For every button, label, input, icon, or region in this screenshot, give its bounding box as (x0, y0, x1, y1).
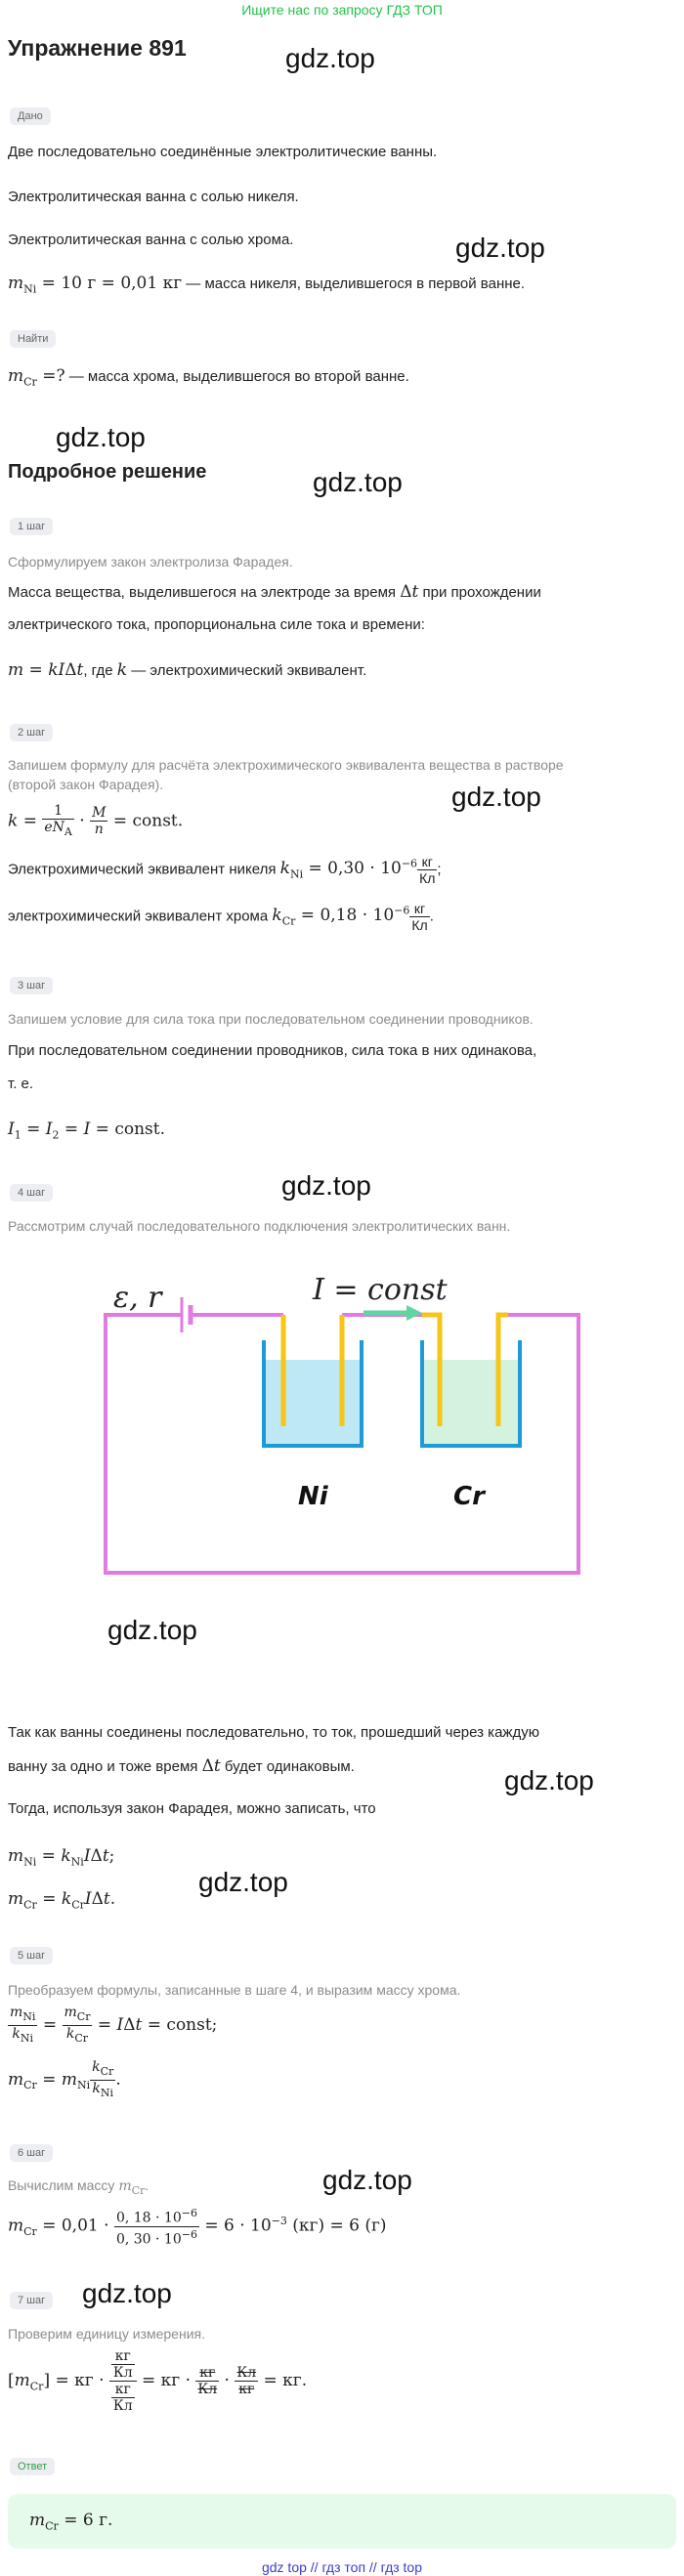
watermark: gdz.top (504, 1765, 594, 1795)
circuit-wire (104, 1313, 580, 1575)
watermark: gdz.top (107, 1615, 197, 1645)
watermark: gdz.top (285, 43, 375, 73)
step6-chip: 6 шаг (10, 2144, 54, 2162)
step1-text-1: Масса вещества, выделившегося на электро… (8, 582, 541, 602)
step7-chip: 7 шаг (10, 2292, 54, 2309)
answer-chip: Ответ (10, 2458, 56, 2475)
watermark: gdz.top (451, 781, 541, 812)
electrode-cr-left (422, 1312, 443, 1426)
given-chip: Дано (10, 107, 51, 125)
top-banner: Ищите нас по запросу ГДЗ ТОП (241, 2, 443, 18)
step3-chip: 3 шаг (10, 977, 54, 994)
mass-cr-formula: mCr = kCrIΔt. (8, 1889, 116, 1912)
watermark: gdz.top (322, 2165, 412, 2195)
step3-text-2: т. е. (8, 1076, 34, 1092)
solution-title: Подробное решение (8, 461, 207, 483)
step4-text-2: ванну за одно и тоже время Δt будет один… (8, 1756, 355, 1776)
step4-text-3: Тогда, используя закон Фарадея, можно за… (8, 1800, 376, 1817)
answer-value: mCr = 6 г. (29, 2511, 113, 2533)
given-line-3: Электролитическая ванна с солью хрома. (8, 232, 294, 248)
given-mass-ni: mNi = 10 г = 0,01 кг — масса никеля, выд… (8, 274, 526, 296)
given-line-2: Электролитическая ванна с солью никеля. (8, 189, 299, 205)
step2-grey-1: Запишем формулу для расчёта электрохимич… (8, 757, 564, 773)
step1-chip: 1 шаг (10, 518, 54, 535)
k-ni-line: Электрохимический эквивалент никеля kNi … (8, 854, 442, 886)
current-arrow-head (406, 1305, 422, 1321)
step7-grey: Проверим единицу измерения. (8, 2326, 205, 2342)
watermark: gdz.top (198, 1867, 288, 1897)
given-line-1: Две последовательно соединённые электрол… (8, 144, 438, 160)
find-chip: Найти (10, 330, 57, 348)
step6-grey: Вычислим массу mCr. (8, 2177, 150, 2197)
step1-text-2: электрического тока, пропорциональна сил… (8, 616, 425, 633)
step4-text-1: Так как ванны соединены последовательно,… (8, 1724, 539, 1741)
step4-chip: 4 шаг (10, 1184, 54, 1202)
bath-ni-label: Ni (298, 1482, 329, 1511)
mass-ni-formula: mNi = kNiIΔt; (8, 1846, 115, 1869)
find-line: mCr =? — масса хрома, выделившегося во в… (8, 366, 409, 389)
step2-chip: 2 шаг (10, 724, 54, 741)
bath-cr-label: Cr (453, 1482, 487, 1511)
step5-chip: 5 шаг (10, 1947, 54, 1964)
watermark: gdz.top (281, 1170, 371, 1201)
faraday-formula: m = kIΔt, где k — электрохимический экви… (8, 660, 367, 680)
step5-grey: Преобразуем формулы, записанные в шаге 4… (8, 1982, 461, 1998)
watermark: gdz.top (82, 2278, 172, 2308)
footer-links[interactable]: gdz top // гдз топ // гдз top (261, 2559, 423, 2575)
electrode-cr-right (495, 1312, 508, 1426)
answer-box (8, 2494, 676, 2549)
step4-grey: Рассмотрим случай последовательного подк… (8, 1218, 511, 1234)
bath-ni-solution (266, 1360, 360, 1444)
step3-text-1: При последовательном соединении проводни… (8, 1042, 537, 1059)
current-label: I = const (312, 1273, 449, 1307)
bath-cr (420, 1340, 522, 1448)
k-cr-line: электрохимический эквивалент хрома kCr =… (8, 901, 434, 933)
page-title: Упражнение 891 (8, 35, 187, 61)
watermark: gdz.top (56, 422, 146, 452)
watermark: gdz.top (455, 232, 545, 263)
emf-label: ε, r (113, 1281, 163, 1315)
step2-grey-2: (второй закон Фарадея). (8, 777, 164, 792)
current-equality: I1 = I2 = I = const. (8, 1119, 165, 1142)
step3-grey: Запишем условие для сила тока при послед… (8, 1011, 534, 1027)
circuit-diagram: ε, r I = const Ni Cr (104, 1273, 580, 1575)
step1-grey: Сформулируем закон электролиза Фарадея. (8, 554, 293, 570)
bath-ni (262, 1340, 363, 1448)
watermark: gdz.top (313, 467, 403, 497)
